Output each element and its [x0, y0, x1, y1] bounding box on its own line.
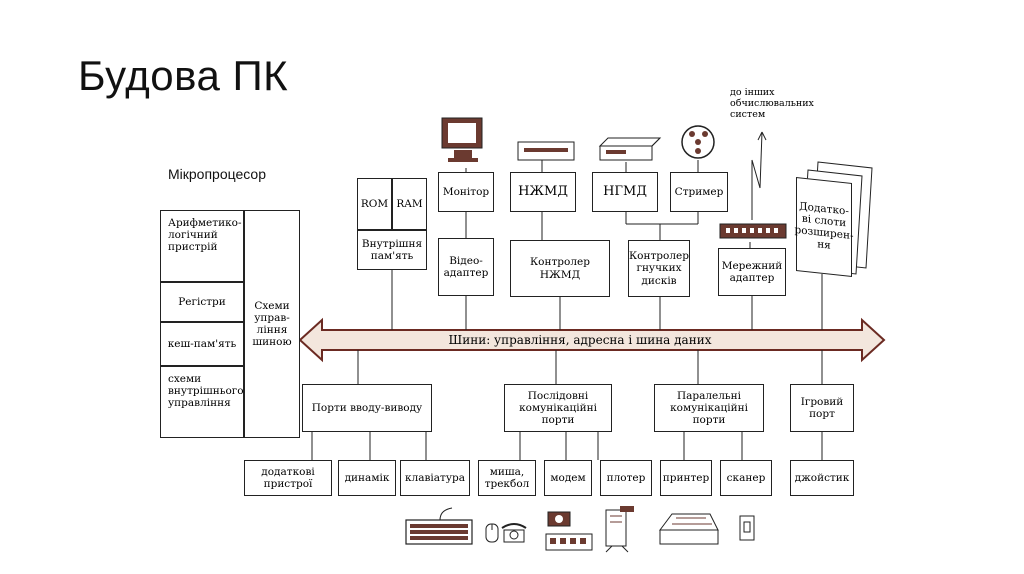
printer-icon [659, 513, 719, 545]
fdd-controller-box: Контролер гнучких дисків [628, 240, 690, 297]
system-bus-label: Шини: управління, адресна і шина даних [448, 333, 712, 347]
streamer-icon [681, 125, 715, 159]
microprocessor-label: Мікропроцесор [168, 166, 266, 182]
floppy-drive-icon [598, 137, 662, 161]
bus-control-box: Схеми управ-ління шиною [244, 210, 300, 438]
monitor-box: Монітор [438, 172, 494, 212]
keyboard-box: клавіатура [400, 460, 470, 496]
internal-memory-box: Внутрішня пам'ять [357, 230, 427, 270]
page-title: Будова ПК [78, 52, 289, 99]
system-bus-arrow [298, 317, 886, 363]
joystick-box: джойстик [790, 460, 854, 496]
serial-ports-box: Послідовні комунікаційні порти [504, 384, 612, 432]
alu-box: Арифметико-логічний пристрій [160, 210, 244, 282]
cache-box: кеш-пам'ять [160, 322, 244, 366]
parallel-ports-box: Паралельні комунікаційні порти [654, 384, 764, 432]
plotter-icon [605, 506, 634, 553]
expansion-slots-box: Додатко-ві слоти розширен-ня [795, 177, 854, 277]
streamer-box: Стример [670, 172, 728, 212]
hard-disk-icon [517, 141, 575, 161]
io-ports-box: Порти вводу-виводу [302, 384, 432, 432]
monitor-icon [441, 117, 483, 162]
joystick-icon [739, 515, 755, 541]
mouse-box: миша, трекбол [478, 460, 536, 496]
phone-icon [501, 523, 527, 543]
fdd-box: НГМД [592, 172, 658, 212]
mouse-icon [485, 523, 499, 543]
video-adapter-box: Відео-адаптер [438, 238, 494, 296]
printer-box: принтер [660, 460, 712, 496]
hdd-controller-box: Контролер НЖМД [510, 240, 610, 297]
hdd-box: НЖМД [510, 172, 576, 212]
scanner-box: сканер [720, 460, 772, 496]
extra-devices-box: додаткові пристрої [244, 460, 332, 496]
rom-box: ROM [357, 178, 392, 230]
network-hub-icon [719, 223, 787, 239]
ram-box: RAM [392, 178, 427, 230]
plotter-box: плотер [600, 460, 652, 496]
game-port-box: Ігровий порт [790, 384, 854, 432]
keyboard-icon [405, 507, 473, 545]
modem-box: модем [544, 460, 592, 496]
speaker-box: динамік [338, 460, 396, 496]
network-adapter-box: Мережний адаптер [718, 248, 786, 296]
modem-icon [545, 511, 593, 551]
other-systems-label: до інших обчислювальних систем [730, 87, 814, 120]
internal-control-box: схеми внутрішнього управління [160, 366, 244, 438]
registers-box: Регістри [160, 282, 244, 322]
